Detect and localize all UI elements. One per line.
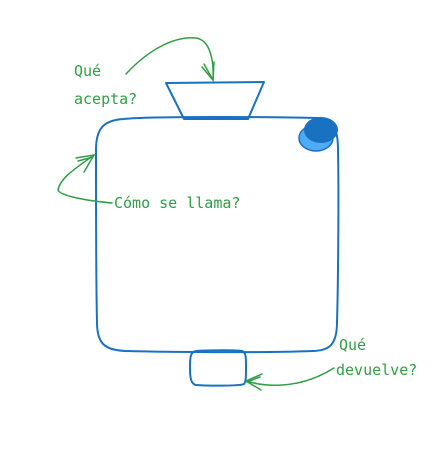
name-arrow-head bbox=[75, 153, 96, 173]
output-arrow-head bbox=[244, 373, 263, 391]
name-question: Cómo se llama? bbox=[114, 194, 240, 212]
machine-box bbox=[94, 116, 340, 354]
output-question-line1: Qué bbox=[339, 336, 366, 354]
input-question-line2: acepta? bbox=[74, 90, 137, 108]
input-question-line1: Qué bbox=[74, 62, 101, 80]
output-arrow bbox=[245, 367, 335, 386]
output-question-line2: devuelve? bbox=[336, 361, 417, 379]
input-hopper bbox=[165, 81, 265, 120]
indicator-light bbox=[304, 117, 338, 143]
name-arrow bbox=[57, 154, 113, 204]
input-arrow bbox=[125, 37, 214, 81]
output-slot bbox=[188, 349, 247, 387]
input-arrow-head bbox=[201, 61, 215, 83]
